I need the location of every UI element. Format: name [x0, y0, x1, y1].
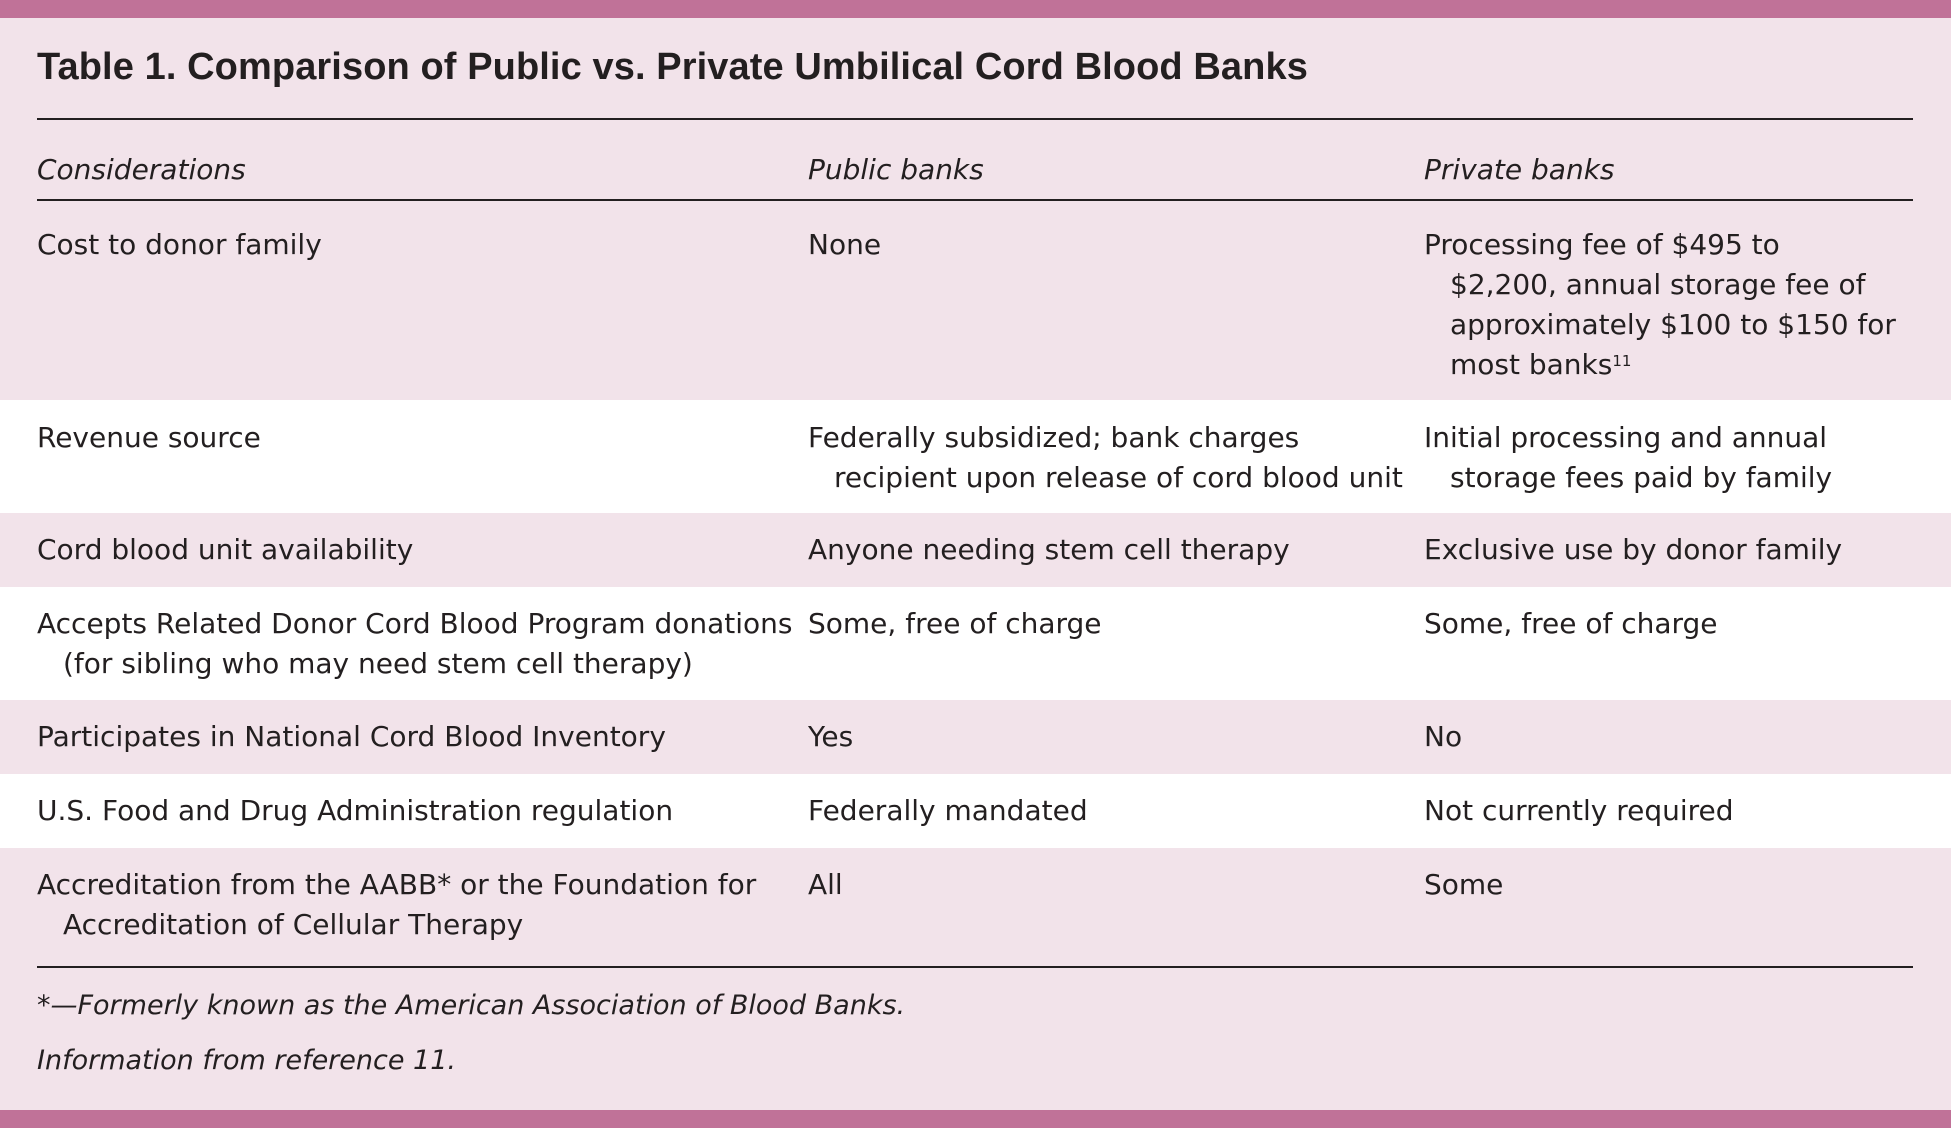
- cell-private: Processing fee of $495 to $2,200, annual…: [1424, 225, 1896, 385]
- cell-line: All: [808, 868, 843, 901]
- cell-line: None: [808, 228, 882, 261]
- table-row: Cord blood unit availability Anyone need…: [0, 513, 1951, 587]
- cell-line: Accepts Related Donor Cord Blood Program…: [37, 607, 793, 640]
- cell-public: Federally mandated: [808, 791, 1088, 831]
- table-row: Revenue source Federally subsidized; ban…: [0, 400, 1951, 513]
- cell-line: U.S. Food and Drug Administration regula…: [37, 794, 674, 827]
- table-header-row: Considerations Public banks Private bank…: [0, 150, 1951, 190]
- cell-consideration: Accepts Related Donor Cord Blood Program…: [37, 604, 793, 684]
- cell-consideration: Cord blood unit availability: [37, 530, 413, 570]
- cell-line: Accreditation of Cellular Therapy: [63, 908, 524, 941]
- cell-line: most banks11: [1424, 345, 1896, 385]
- cell-line: Federally subsidized; bank charges: [808, 421, 1300, 454]
- cell-private: Initial processing and annual storage fe…: [1424, 418, 1832, 498]
- cell-line: Some: [1424, 868, 1504, 901]
- table-title: Table 1. Comparison of Public vs. Privat…: [37, 46, 1308, 88]
- cell-line: Federally mandated: [808, 794, 1088, 827]
- bottom-accent-bar: [0, 1110, 1951, 1128]
- table-row: Accepts Related Donor Cord Blood Program…: [0, 587, 1951, 700]
- table-row: U.S. Food and Drug Administration regula…: [0, 774, 1951, 848]
- cell-line: Processing fee of $495 to: [1424, 228, 1780, 261]
- cell-line: Some, free of charge: [1424, 607, 1718, 640]
- cell-public: Anyone needing stem cell therapy: [808, 530, 1290, 570]
- table-row: Accreditation from the AABB* or the Foun…: [0, 848, 1951, 966]
- cell-line: Initial processing and annual: [1424, 421, 1828, 454]
- cell-line-text: most banks: [1450, 348, 1613, 381]
- title-rule: [37, 118, 1913, 120]
- header-rule: [37, 199, 1913, 201]
- cell-line: Participates in National Cord Blood Inve…: [37, 720, 666, 753]
- table-row: Participates in National Cord Blood Inve…: [0, 700, 1951, 774]
- cell-line: No: [1424, 720, 1463, 753]
- cell-private: No: [1424, 717, 1462, 757]
- cell-private: Some: [1424, 865, 1503, 905]
- cell-line: Cord blood unit availability: [37, 533, 414, 566]
- cell-line: Not currently required: [1424, 794, 1734, 827]
- header-considerations: Considerations: [37, 153, 246, 186]
- cell-private: Not currently required: [1424, 791, 1734, 831]
- footnote-aabb: *—Formerly known as the American Associa…: [37, 990, 906, 1021]
- cell-line: (for sibling who may need stem cell ther…: [63, 647, 693, 680]
- table-row: Cost to donor family None Processing fee…: [0, 201, 1951, 400]
- cell-line: Exclusive use by donor family: [1424, 533, 1843, 566]
- cell-private: Exclusive use by donor family: [1424, 530, 1842, 570]
- cell-consideration: Participates in National Cord Blood Inve…: [37, 717, 666, 757]
- table-bottom-rule: [37, 966, 1913, 968]
- cell-consideration: Accreditation from the AABB* or the Foun…: [37, 865, 756, 945]
- cell-private: Some, free of charge: [1424, 604, 1718, 644]
- cell-line: Cost to donor family: [37, 228, 322, 261]
- cell-line: Yes: [808, 720, 854, 753]
- cell-line: Revenue source: [37, 421, 261, 454]
- cell-public: Yes: [808, 717, 853, 757]
- cell-line: Anyone needing stem cell therapy: [808, 533, 1290, 566]
- cell-public: Some, free of charge: [808, 604, 1102, 644]
- cell-consideration: Cost to donor family: [37, 225, 322, 265]
- header-private-banks: Private banks: [1424, 153, 1615, 186]
- cell-line: Some, free of charge: [808, 607, 1102, 640]
- cell-public: None: [808, 225, 881, 265]
- header-public-banks: Public banks: [808, 153, 984, 186]
- cell-public: Federally subsidized; bank charges recip…: [808, 418, 1403, 498]
- cell-line: Accreditation from the AABB* or the Foun…: [37, 868, 757, 901]
- cell-consideration: U.S. Food and Drug Administration regula…: [37, 791, 673, 831]
- top-accent-bar: [0, 0, 1951, 18]
- cell-line: approximately $100 to $150 for: [1450, 308, 1896, 341]
- cell-line: recipient upon release of cord blood uni…: [834, 461, 1403, 494]
- cell-line: $2,200, annual storage fee of: [1450, 268, 1866, 301]
- cell-public: All: [808, 865, 843, 905]
- reference-superscript: 11: [1612, 352, 1632, 370]
- footnote-source: Information from reference 11.: [37, 1045, 456, 1076]
- cell-line: storage fees paid by family: [1450, 461, 1833, 494]
- cell-consideration: Revenue source: [37, 418, 261, 458]
